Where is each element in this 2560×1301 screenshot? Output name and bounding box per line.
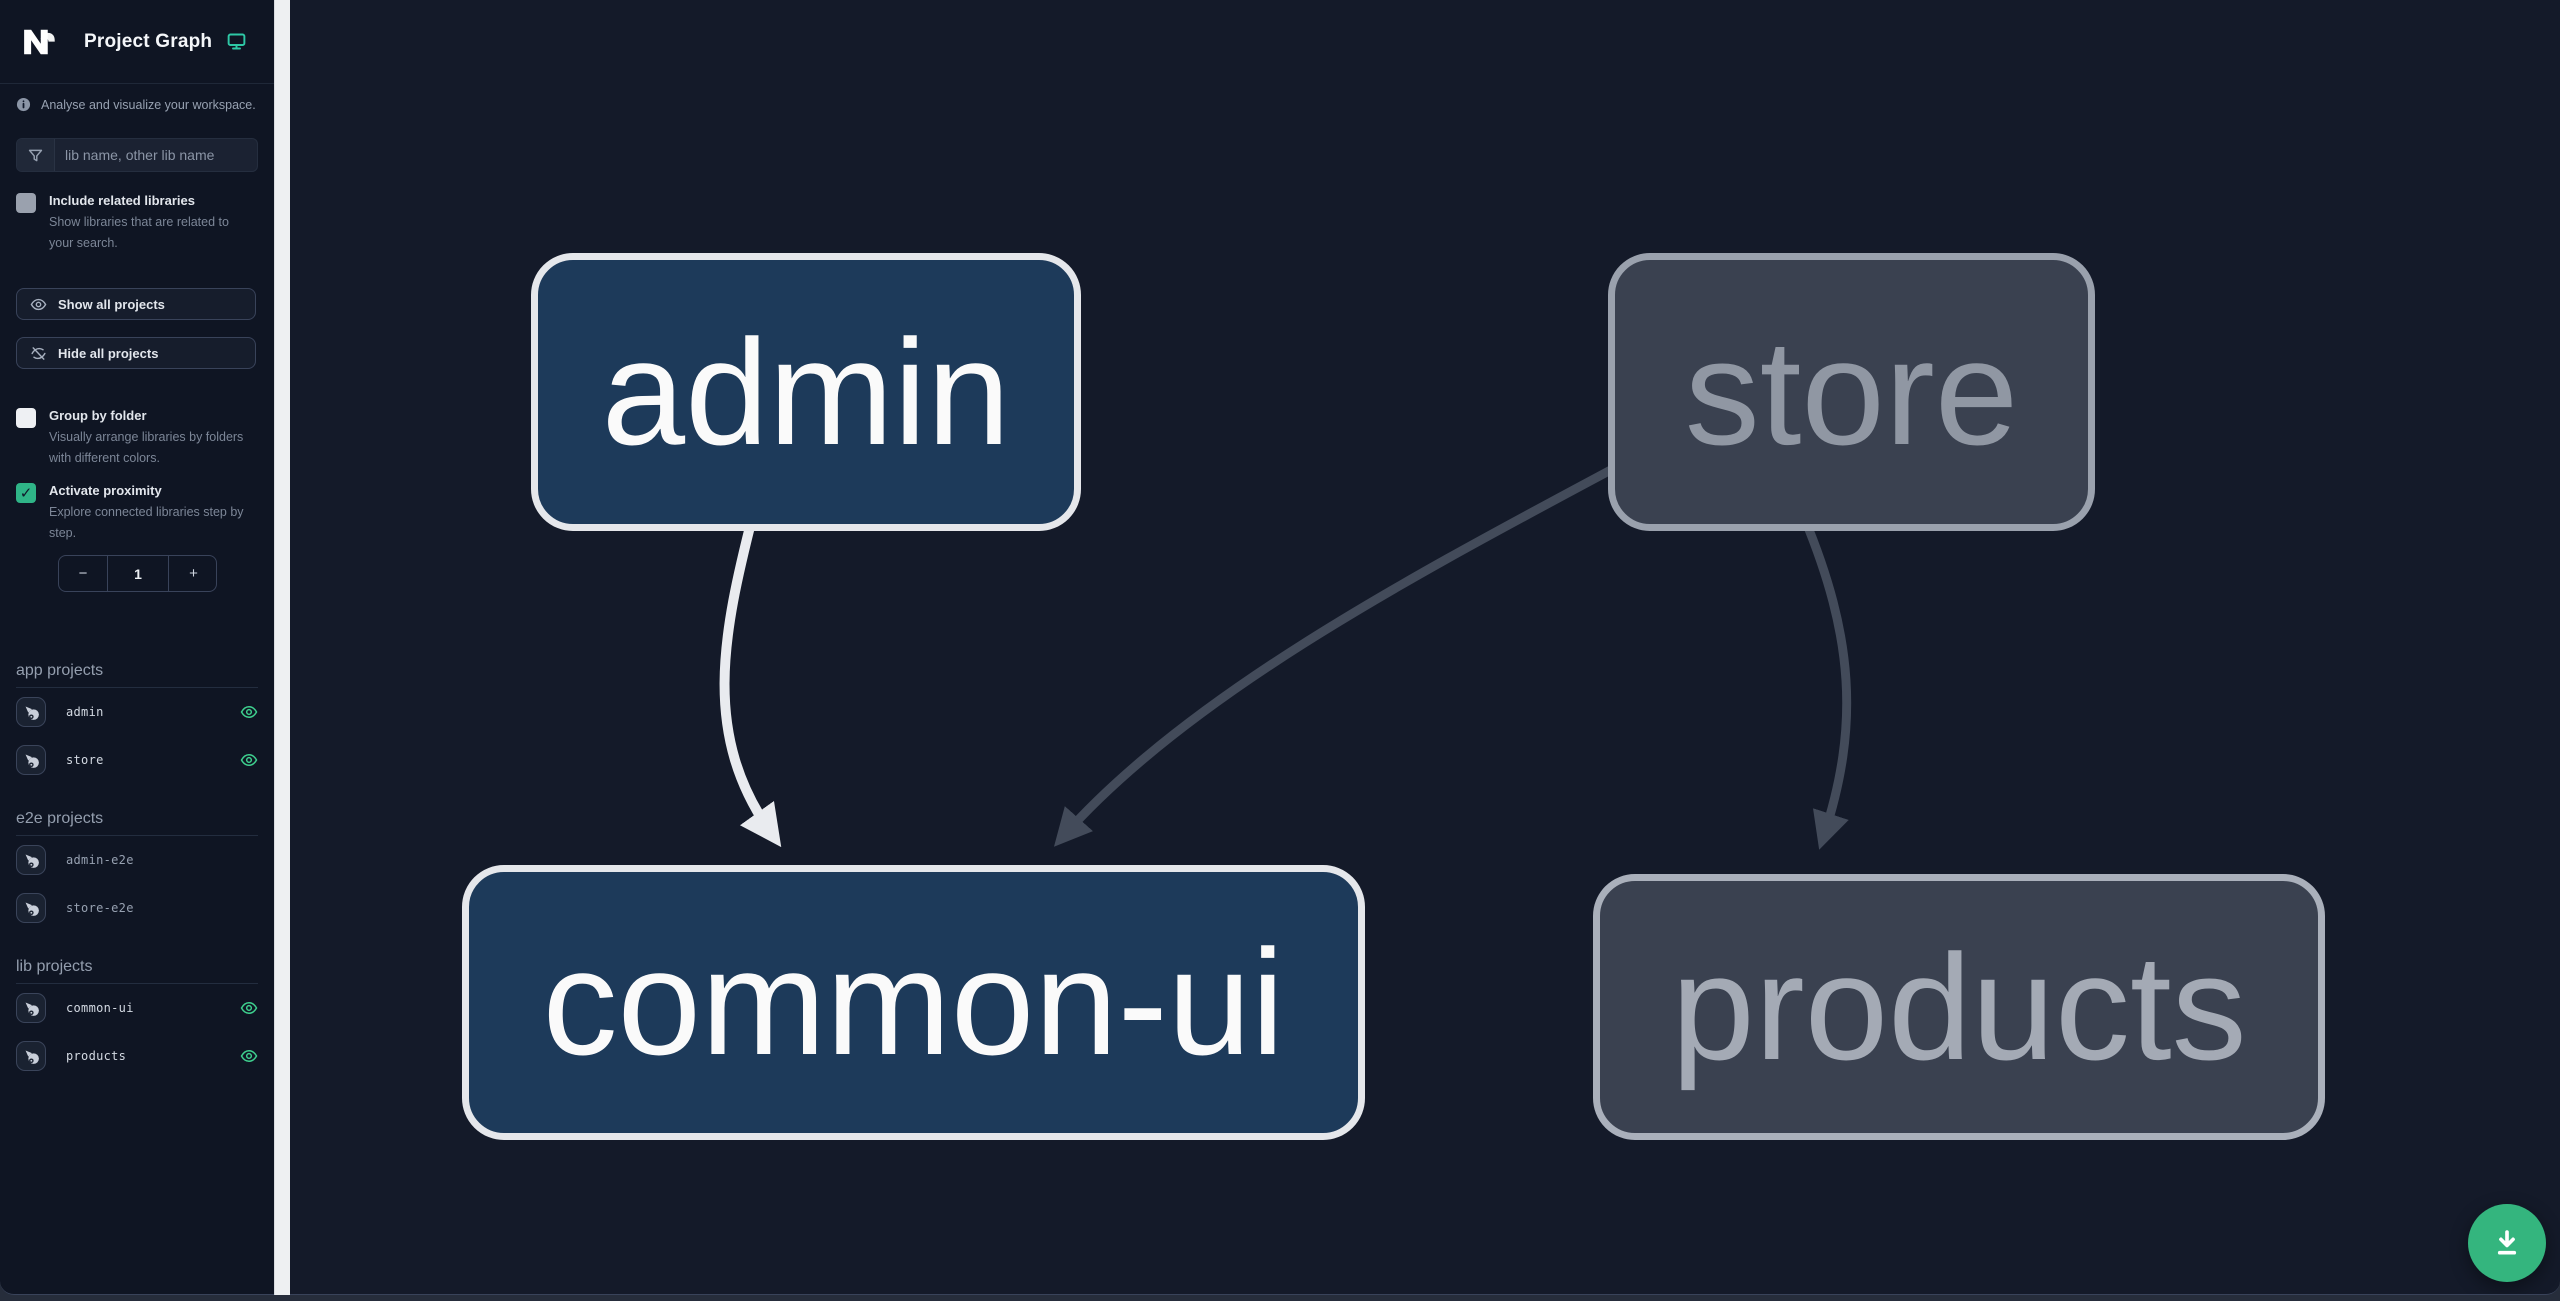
sidebar-scrollbar[interactable] [274, 0, 290, 1295]
project-name[interactable]: admin-e2e [66, 853, 134, 867]
search-input[interactable] [55, 139, 257, 171]
node-products[interactable]: products [1593, 874, 2325, 1140]
project-name[interactable]: store [66, 753, 104, 767]
include-related-label: Include related libraries [49, 193, 195, 208]
eye-icon[interactable] [240, 1047, 258, 1065]
node-admin[interactable]: admin [531, 253, 1081, 531]
focus-icon [25, 1050, 39, 1064]
graph-canvas[interactable]: admin store common-ui products [290, 0, 2560, 1295]
focus-icon [25, 1002, 39, 1016]
proximity-decrement-button[interactable]: − [59, 556, 107, 591]
focus-icon [25, 754, 39, 768]
group-by-folder-row[interactable]: Group by folder Visually arrange librari… [16, 407, 258, 469]
focus-project-button[interactable] [16, 1041, 46, 1071]
graph-edges [719, 453, 1852, 850]
section-title-lib-projects: lib projects [16, 958, 258, 984]
focus-project-button[interactable] [16, 697, 46, 727]
project-row-store: store [16, 736, 258, 784]
project-name[interactable]: admin [66, 705, 104, 719]
project-row-admin: admin [16, 688, 258, 736]
node-label: store [1684, 307, 2019, 476]
section-title-e2e-projects: e2e projects [16, 810, 258, 836]
node-label: common-ui [542, 918, 1285, 1086]
edge-store-to-products[interactable] [1799, 515, 1852, 850]
proximity-value: 1 [107, 556, 169, 591]
project-row-common-ui: common-ui [16, 984, 258, 1032]
project-row-admin-e2e: admin-e2e [16, 836, 258, 884]
show-all-projects-label: Show all projects [58, 296, 165, 312]
focus-icon [25, 706, 39, 720]
focus-project-button[interactable] [16, 893, 46, 923]
focus-project-button[interactable] [16, 845, 46, 875]
activate-proximity-checkbox[interactable] [16, 483, 36, 503]
hide-all-projects-button[interactable]: Hide all projects [16, 337, 256, 369]
focus-project-button[interactable] [16, 745, 46, 775]
nx-logo-icon [18, 21, 60, 63]
project-name[interactable]: common-ui [66, 1001, 134, 1015]
info-icon [16, 97, 31, 112]
eye-icon[interactable] [240, 703, 258, 721]
filter-icon [17, 139, 55, 171]
include-related-checkbox[interactable] [16, 193, 36, 213]
node-label: admin [601, 307, 1011, 476]
project-name[interactable]: store-e2e [66, 901, 134, 915]
page-title: Project Graph [84, 30, 213, 52]
eye-off-icon [30, 345, 47, 362]
activate-proximity-description: Explore connected libraries step by step… [49, 505, 244, 540]
node-store[interactable]: store [1608, 253, 2095, 531]
project-row-products: products [16, 1032, 258, 1080]
project-name[interactable]: products [66, 1049, 127, 1063]
proximity-increment-button[interactable]: + [169, 556, 216, 591]
include-related-row[interactable]: Include related libraries Show libraries… [16, 192, 258, 254]
download-icon [2497, 1230, 2517, 1255]
edge-store-to-common-ui[interactable] [1053, 453, 1636, 847]
activate-proximity-label: Activate proximity [49, 483, 162, 498]
group-by-folder-checkbox[interactable] [16, 408, 36, 428]
include-related-description: Show libraries that are related to your … [49, 215, 229, 250]
node-label: products [1671, 922, 2247, 1091]
node-common-ui[interactable]: common-ui [462, 865, 1365, 1140]
group-by-folder-label: Group by folder [49, 408, 147, 423]
monitor-icon[interactable] [226, 31, 247, 52]
activate-proximity-row[interactable]: Activate proximity Explore connected lib… [16, 482, 258, 544]
hide-all-projects-label: Hide all projects [58, 345, 159, 361]
project-row-store-e2e: store-e2e [16, 884, 258, 932]
tagline-text: Analyse and visualize your workspace. [41, 97, 256, 112]
eye-icon[interactable] [240, 751, 258, 769]
group-by-folder-description: Visually arrange libraries by folders wi… [49, 430, 244, 465]
download-button[interactable] [2468, 1204, 2546, 1282]
search-box [16, 138, 258, 172]
eye-icon [30, 296, 47, 313]
show-all-projects-button[interactable]: Show all projects [16, 288, 256, 320]
proximity-stepper: − 1 + [58, 555, 217, 592]
eye-icon[interactable] [240, 999, 258, 1017]
app-header: Project Graph [0, 0, 274, 84]
focus-project-button[interactable] [16, 993, 46, 1023]
sidebar: Project Graph Analyse and visualize your… [0, 0, 274, 1295]
focus-icon [25, 902, 39, 916]
tagline: Analyse and visualize your workspace. [16, 97, 258, 112]
edge-admin-to-common-ui[interactable] [719, 510, 782, 848]
section-title-app-projects: app projects [16, 662, 258, 688]
focus-icon [25, 854, 39, 868]
